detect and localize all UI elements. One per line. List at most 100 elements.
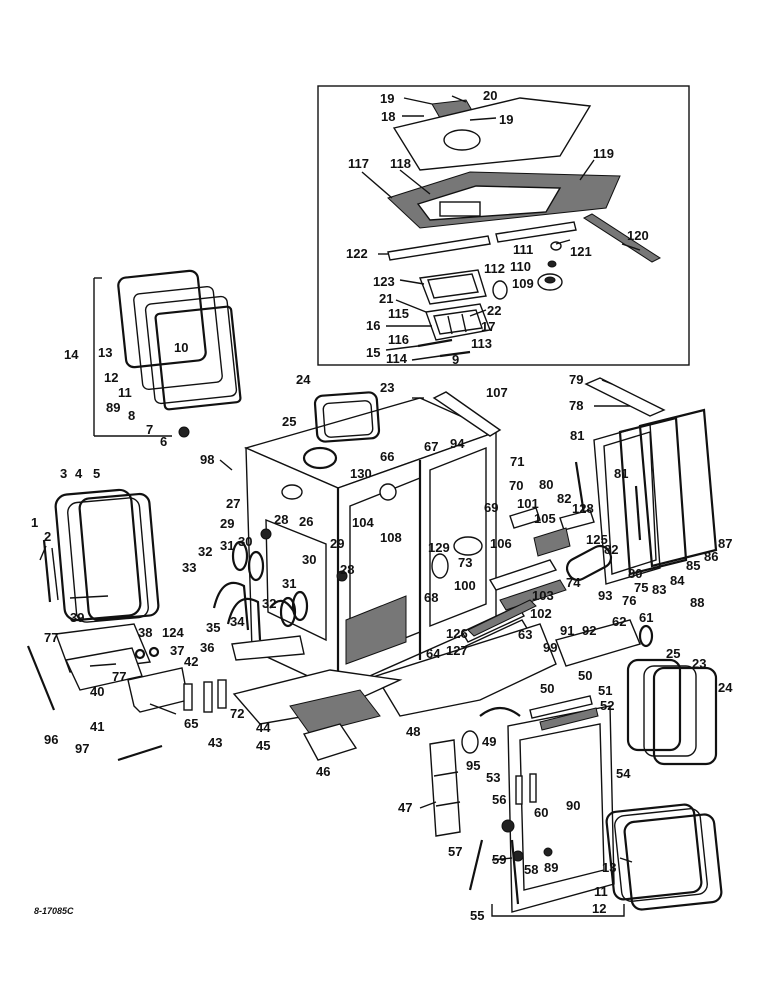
label-29: 29 bbox=[220, 516, 234, 531]
label-62: 62 bbox=[612, 614, 626, 629]
label-98: 98 bbox=[200, 452, 214, 467]
label-25: 25 bbox=[282, 414, 296, 429]
rear-window-23 bbox=[643, 665, 697, 757]
leader bbox=[619, 857, 633, 863]
label-24: 24 bbox=[718, 680, 733, 695]
window-13 bbox=[605, 803, 703, 901]
label-56: 56 bbox=[492, 792, 506, 807]
right-door-assembly bbox=[509, 377, 718, 585]
label-39: 39 bbox=[70, 610, 84, 625]
window-12 bbox=[623, 813, 723, 911]
label-115: 115 bbox=[388, 306, 409, 321]
label-23: 23 bbox=[692, 656, 706, 671]
label-36: 36 bbox=[200, 640, 214, 655]
roof-inset bbox=[317, 85, 690, 366]
label-28: 28 bbox=[340, 562, 354, 577]
label-63: 63 bbox=[518, 627, 532, 642]
label-130: 130 bbox=[350, 466, 372, 481]
label-71: 71 bbox=[510, 454, 524, 469]
rear-window-assembly bbox=[626, 658, 718, 766]
latch-89 bbox=[543, 847, 553, 857]
label-69: 69 bbox=[484, 500, 498, 515]
label-19: 19 bbox=[380, 91, 394, 106]
label-93: 93 bbox=[598, 588, 612, 603]
hose-34 bbox=[226, 597, 262, 641]
seal-31 bbox=[247, 550, 265, 582]
label-105: 105 bbox=[534, 511, 556, 526]
rod-2 bbox=[51, 547, 59, 601]
label-41: 41 bbox=[90, 719, 104, 734]
window-frame bbox=[117, 269, 207, 369]
leader bbox=[403, 97, 433, 105]
label-59: 59 bbox=[492, 852, 506, 867]
latch bbox=[178, 426, 190, 438]
rail-103 bbox=[499, 579, 567, 611]
vent-fan-hub bbox=[544, 276, 556, 284]
label-14: 14 bbox=[64, 347, 79, 362]
label-25: 25 bbox=[666, 646, 680, 661]
label-42: 42 bbox=[184, 654, 198, 669]
plate-46 bbox=[302, 723, 358, 761]
window-glass bbox=[144, 295, 238, 405]
label-81: 81 bbox=[614, 466, 628, 481]
knob-130 bbox=[379, 483, 397, 501]
door-strip-52 bbox=[539, 707, 599, 731]
vent-nut bbox=[547, 260, 557, 268]
label-81: 81 bbox=[570, 428, 584, 443]
latch-56 bbox=[501, 819, 515, 833]
label-112: 112 bbox=[484, 261, 505, 276]
side-rail bbox=[495, 221, 577, 243]
window-seal bbox=[133, 285, 223, 391]
label-46: 46 bbox=[316, 764, 330, 779]
label-17: 17 bbox=[481, 319, 495, 334]
small-window bbox=[313, 391, 381, 443]
roof-opening bbox=[302, 446, 338, 470]
label-109: 109 bbox=[512, 276, 534, 291]
small-window-glass bbox=[322, 400, 374, 438]
roof-hatch-opening bbox=[443, 129, 481, 151]
bracket-43 bbox=[203, 681, 213, 713]
leader bbox=[419, 801, 437, 809]
label-8: 8 bbox=[128, 408, 135, 423]
leader bbox=[621, 243, 641, 251]
roof-panel bbox=[392, 97, 592, 171]
label-19: 19 bbox=[499, 112, 513, 127]
rod-97 bbox=[117, 744, 163, 762]
door-assembly bbox=[468, 695, 615, 913]
label-104: 104 bbox=[352, 515, 374, 530]
label-48: 48 bbox=[406, 724, 420, 739]
bracket-65 bbox=[183, 683, 193, 711]
label-110: 110 bbox=[510, 259, 531, 274]
door-glass-5 bbox=[78, 492, 160, 622]
cab-floor bbox=[345, 595, 407, 665]
label-111: 111 bbox=[513, 242, 533, 257]
label-119: 119 bbox=[593, 146, 614, 161]
label-31: 31 bbox=[282, 576, 296, 591]
label-73: 73 bbox=[458, 555, 472, 570]
label-35: 35 bbox=[206, 620, 220, 635]
bracket-128 bbox=[559, 509, 595, 531]
label-43: 43 bbox=[208, 735, 222, 750]
upper-window-assembly bbox=[93, 269, 242, 438]
leader bbox=[451, 95, 467, 103]
label-20: 20 bbox=[483, 88, 497, 103]
label-4: 4 bbox=[75, 466, 83, 481]
label-125: 125 bbox=[586, 532, 608, 547]
label-12: 12 bbox=[592, 901, 606, 916]
label-6: 6 bbox=[160, 434, 167, 449]
label-13: 13 bbox=[98, 345, 112, 360]
label-99: 99 bbox=[543, 640, 557, 655]
label-32: 32 bbox=[262, 596, 276, 611]
left-front-panels bbox=[26, 623, 305, 762]
label-40: 40 bbox=[90, 684, 104, 699]
grommet-124 bbox=[148, 646, 160, 658]
label-85: 85 bbox=[686, 558, 700, 573]
leader bbox=[385, 345, 419, 351]
label-68: 68 bbox=[424, 590, 438, 605]
part-labels: 19 20 18 19 117 118 119 120 122 121 111 … bbox=[31, 88, 733, 923]
label-70: 70 bbox=[509, 478, 523, 493]
label-2: 2 bbox=[44, 529, 51, 544]
label-52: 52 bbox=[600, 698, 614, 713]
label-50: 50 bbox=[578, 668, 592, 683]
leader bbox=[601, 379, 613, 385]
